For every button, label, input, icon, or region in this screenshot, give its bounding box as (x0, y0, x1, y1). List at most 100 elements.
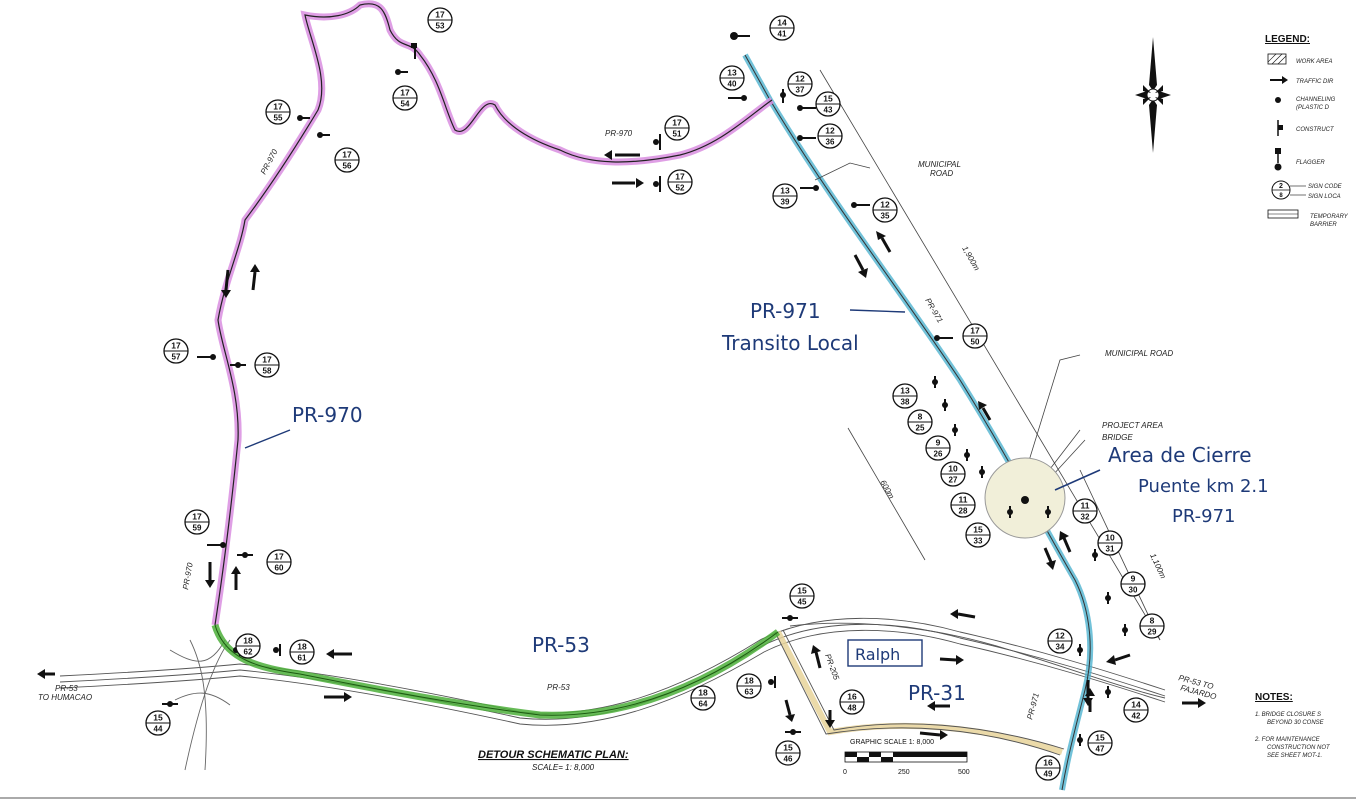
note-pr31: PR-31 (908, 681, 966, 705)
legend: LEGEND: WORK AREA TRAFFIC DIR CHANNELING… (1265, 34, 1349, 228)
note-pr970: PR-970 (292, 403, 363, 427)
sign-location: 60 (275, 564, 284, 573)
sign-location: 25 (916, 424, 925, 433)
handwritten-annotations: PR-971 Transito Local PR-970 Area de Cie… (244, 299, 1269, 705)
notes: NOTES: 1. BRIDGE CLOSURE S BEYOND 30 CON… (1254, 692, 1331, 759)
sign-marker: 926 (925, 435, 951, 461)
legend-sign-code-num: 2 (1279, 183, 1283, 190)
sign-location: 54 (401, 100, 410, 109)
sign-location: 39 (781, 198, 790, 207)
sign-code: 12 (1055, 631, 1065, 641)
distance-600: 600m (878, 479, 896, 501)
sign-location: 59 (193, 524, 202, 533)
sign-location: 26 (934, 450, 943, 459)
sign-code: 17 (400, 88, 410, 98)
bridge-label: BRIDGE (1102, 433, 1133, 442)
sign-location: 34 (1056, 643, 1065, 652)
note-2: 2. FOR MAINTENANCE (1254, 737, 1321, 743)
road-label-pr53: PR-53 (547, 683, 570, 692)
sign-location: 64 (699, 700, 708, 709)
legend-channeling-2: (PLASTIC D (1296, 105, 1330, 111)
sign-location: 29 (1148, 628, 1157, 637)
legend-temporary: TEMPORARY (1310, 214, 1349, 220)
sign-code: 12 (795, 74, 805, 84)
note-2c: SEE SHEET MOT-1. (1267, 753, 1322, 759)
sign-code: 18 (297, 642, 307, 652)
note-1b: BEYOND 30 CONSE (1267, 720, 1325, 726)
sign-code: 15 (797, 586, 807, 596)
note-arrow-pr970 (244, 429, 291, 449)
pr53-detour (211, 623, 781, 719)
sign-code: 12 (880, 200, 890, 210)
sign-location: 46 (784, 755, 793, 764)
note-arrow-pr971 (849, 309, 906, 313)
note-2b: CONSTRUCTION NOT (1267, 745, 1331, 751)
sign-code: 13 (900, 386, 910, 396)
road-label-pr971-lower: PR-971 (1025, 692, 1041, 721)
note-transito-local: Transito Local (721, 331, 859, 355)
sign-location: 41 (778, 30, 787, 39)
sign-marker: 829 (1139, 613, 1165, 639)
scale-tick-0: 0 (843, 769, 847, 776)
plan-title: DETOUR SCHEMATIC PLAN: SCALE= 1: 8,000 (478, 749, 629, 772)
sign-code: 17 (273, 102, 283, 112)
note-ralph: Ralph (855, 645, 900, 664)
sign-location: 56 (343, 162, 352, 171)
sign-location: 63 (745, 688, 754, 697)
sign-code: 17 (672, 118, 682, 128)
sign-code: 9 (936, 438, 941, 448)
sign-code: 18 (744, 676, 754, 686)
note-1: 1. BRIDGE CLOSURE S (1255, 712, 1321, 718)
sign-code: 14 (1131, 700, 1141, 710)
sign-code: 9 (1131, 574, 1136, 584)
legend-traffic-dir: TRAFFIC DIR (1296, 79, 1334, 85)
municipal-road-top-2: ROAD (930, 169, 953, 178)
note-ralph-box (847, 639, 923, 667)
legend-work-area-swatch (1267, 53, 1287, 65)
sign-location: 38 (901, 398, 910, 407)
project-area-label: PROJECT AREA (1102, 421, 1163, 430)
road-label-pr53-west-2: TO HUMACAO (38, 693, 92, 702)
sign-code: 16 (847, 692, 857, 702)
scale-tick-250: 250 (898, 769, 910, 776)
notes-title: NOTES: (1255, 692, 1293, 703)
road-label-pr970-left-lower: PR-970 (181, 562, 195, 591)
road-label-pr970-top: PR-970 (605, 129, 633, 138)
sign-code: 17 (274, 552, 284, 562)
sign-code: 8 (1150, 616, 1155, 626)
legend-sign-loc-num: 8 (1279, 193, 1283, 199)
sign-location: 51 (673, 130, 682, 139)
sign-code: 10 (948, 464, 958, 474)
legend-construct: CONSTRUCT (1296, 127, 1335, 133)
sign-code: 17 (675, 172, 685, 182)
sign-code: 15 (153, 713, 163, 723)
sign-code: 17 (970, 326, 980, 336)
sign-location: 27 (949, 476, 958, 485)
sign-code-markers: 1753175417551756175117521441134012371543… (145, 7, 1165, 781)
sign-location: 45 (798, 598, 807, 607)
sign-code: 13 (727, 68, 737, 78)
sign-location: 47 (1096, 745, 1105, 754)
scale-tick-500: 500 (958, 769, 970, 776)
